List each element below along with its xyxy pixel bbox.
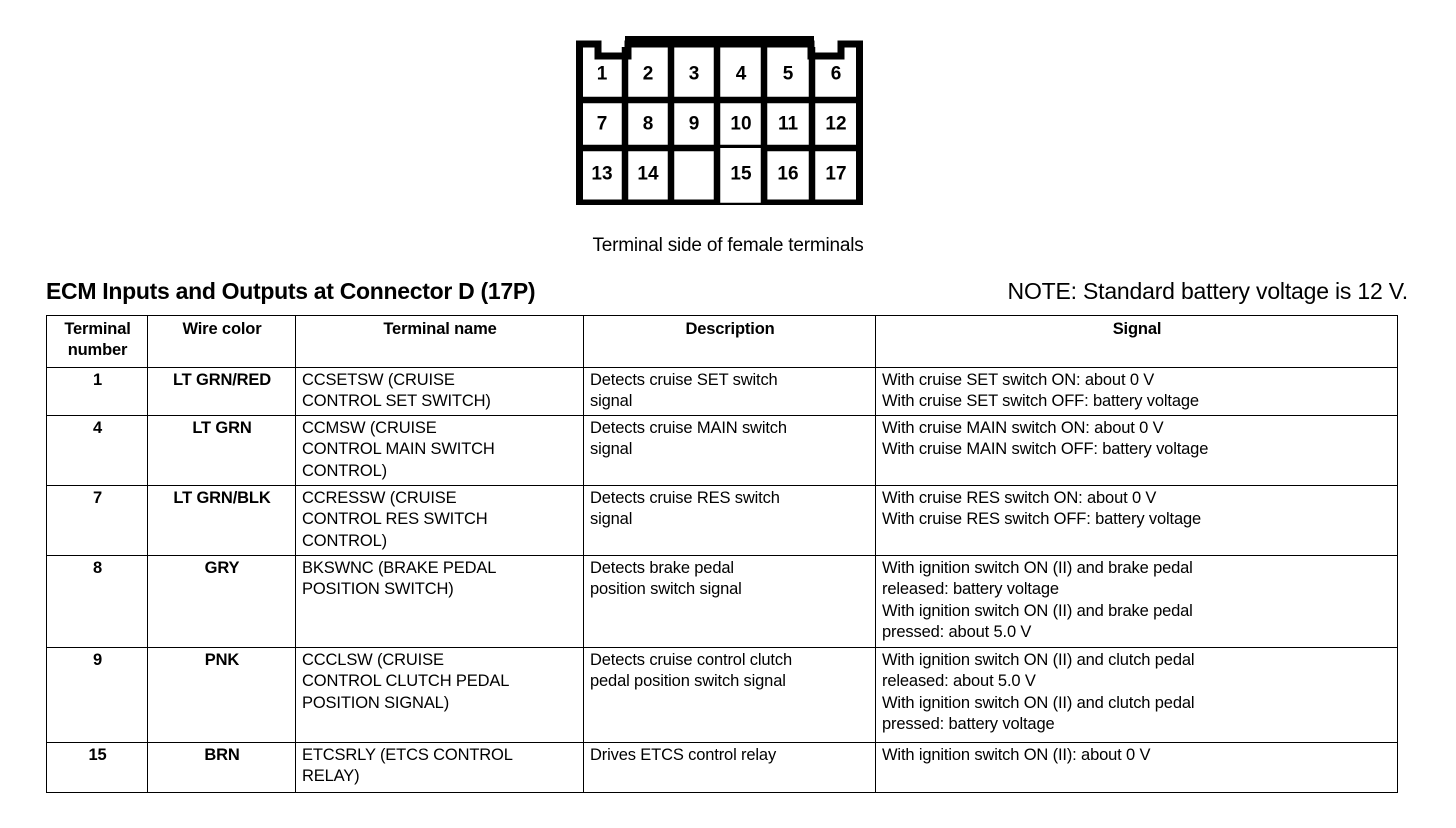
cell-description: Drives ETCS control relay <box>583 741 876 793</box>
connector-outline-svg: 1 2 3 4 5 6 7 8 9 10 11 12 13 14 15 16 1… <box>576 36 863 205</box>
header-terminal-name: Terminal name <box>295 315 584 368</box>
terminal-cell-11: 11 <box>778 114 799 135</box>
cell-wire-color: BRN <box>147 741 296 793</box>
heading-band: ECM Inputs and Outputs at Connector D (1… <box>0 278 1456 310</box>
cell-terminal-number: 8 <box>46 554 148 648</box>
diagram-caption: Terminal side of female terminals <box>592 235 864 256</box>
cell-wire-color: GRY <box>147 554 296 648</box>
cell-wire-color: LT GRN/BLK <box>147 484 296 556</box>
terminal-cell-10: 10 <box>730 114 751 135</box>
terminal-cell-3: 3 <box>689 64 700 85</box>
terminal-cell-1: 1 <box>597 64 608 85</box>
cell-terminal-number: 4 <box>46 414 148 486</box>
cell-terminal-number: 1 <box>46 367 148 416</box>
terminal-cell-6: 6 <box>831 64 842 85</box>
connector-bottom-cutout <box>713 148 768 205</box>
terminal-cell-7: 7 <box>597 114 608 135</box>
terminal-cell-13: 13 <box>591 164 612 185</box>
terminal-cell-15: 15 <box>730 164 752 185</box>
terminal-cell-5: 5 <box>783 64 794 85</box>
cell-wire-color: LT GRN/RED <box>147 367 296 416</box>
header-signal: Signal <box>875 315 1398 368</box>
cell-wire-color: PNK <box>147 646 296 743</box>
terminal-cell-2: 2 <box>643 64 654 85</box>
terminal-cell-14: 14 <box>637 164 659 185</box>
terminal-cell-17: 17 <box>825 164 846 185</box>
terminal-cell-8: 8 <box>643 114 654 135</box>
page-title: ECM Inputs and Outputs at Connector D (1… <box>46 278 536 304</box>
cell-terminal-number: 7 <box>46 484 148 556</box>
cell-wire-color: LT GRN <box>147 414 296 486</box>
cell-signal: With ignition switch ON (II): about 0 V <box>875 741 1398 793</box>
terminal-cell-16: 16 <box>777 164 798 185</box>
battery-voltage-note: NOTE: Standard battery voltage is 12 V. <box>1007 278 1409 304</box>
cell-terminal-number: 9 <box>46 646 148 743</box>
cell-signal: With ignition switch ON (II) and brake p… <box>875 554 1398 648</box>
cell-signal: With ignition switch ON (II) and clutch … <box>875 646 1398 743</box>
terminal-cell-12: 12 <box>825 114 846 135</box>
connector-pinout-diagram: 1 2 3 4 5 6 7 8 9 10 11 12 13 14 15 16 1… <box>576 35 863 205</box>
terminal-cell-4: 4 <box>736 64 747 85</box>
header-description: Description <box>583 315 876 368</box>
terminal-cell-9: 9 <box>689 114 700 135</box>
cell-terminal-number: 15 <box>46 741 148 793</box>
header-wire-color: Wire color <box>147 315 296 368</box>
